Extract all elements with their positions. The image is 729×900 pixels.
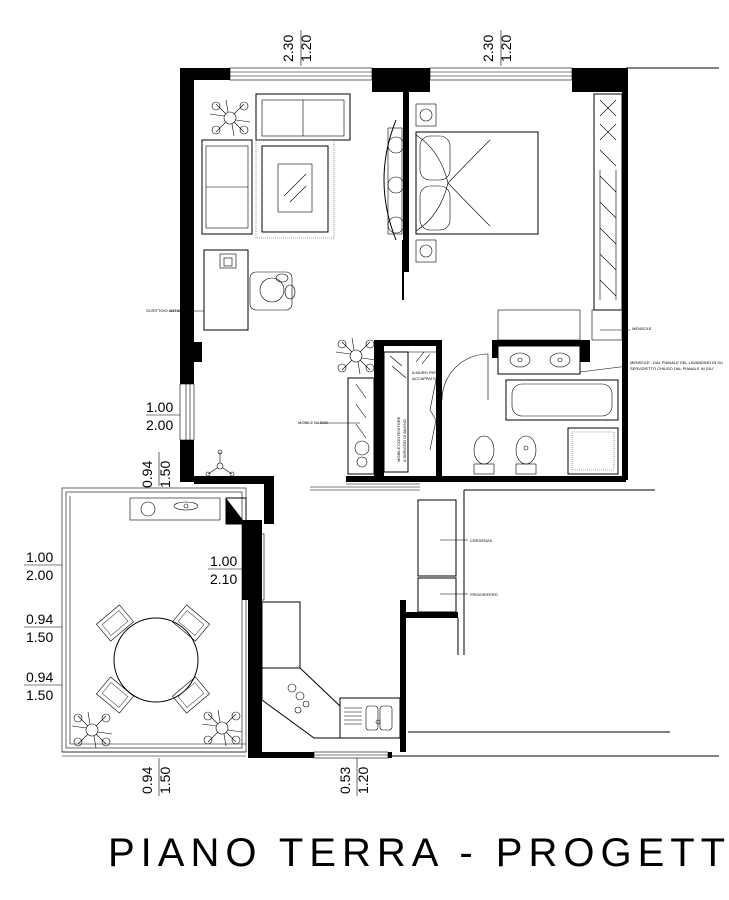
dim-terrace-window-width: 1.00 xyxy=(210,553,237,569)
dim-left-door-height: 1.50 xyxy=(157,461,173,488)
plant-icon xyxy=(71,711,113,749)
plant-icon xyxy=(335,337,377,375)
label-armadio-2: ACCAPPATOI xyxy=(412,376,437,381)
label-mensole-bath-1: MENSOLE - DAL PIANALE DEL LAVANDINO IN S… xyxy=(630,360,723,365)
dim-kitchen-bottom-width: 0.53 xyxy=(337,767,353,794)
windows xyxy=(179,67,573,759)
dim-terrace-window-height: 2.10 xyxy=(210,571,237,587)
dim-left-window-height: 2.00 xyxy=(146,417,173,433)
label-frigorifero: FRIGORIFERO xyxy=(470,592,498,597)
label-mobile-basso: MOBILE BASSO xyxy=(298,420,328,425)
label-armadio-1: A MURO PER xyxy=(412,370,437,375)
bedroom xyxy=(402,93,623,341)
dim-left-door-width: 0.94 xyxy=(139,461,155,488)
dim-terrace-left-2-height: 1.50 xyxy=(26,629,53,645)
dim-terrace-left-3-height: 1.50 xyxy=(26,687,53,703)
kitchen xyxy=(261,483,457,739)
terrace-chair xyxy=(172,676,210,714)
dim-terrace-left-1-height: 2.00 xyxy=(26,567,53,583)
terrace-chair xyxy=(172,604,210,642)
label-scrittoio: SCRITTOIO ANTICO xyxy=(146,308,184,313)
label-mensole-bath-2: SERVIZIETTO CHIUSO DAL PIANALE IN GIU' xyxy=(630,366,714,371)
dim-terrace-bottom-width: 0.94 xyxy=(139,767,155,794)
dim-left-window-width: 1.00 xyxy=(146,399,173,415)
dim-top-window-2-height: 1.20 xyxy=(498,35,514,62)
dim-terrace-left-3-width: 0.94 xyxy=(26,669,53,685)
dim-kitchen-bottom-height: 1.20 xyxy=(355,767,371,794)
plant-icon xyxy=(209,99,251,137)
bathroom xyxy=(383,345,619,475)
label-mobile-contenitore-2: A SERVIZIO DI BAGNO xyxy=(402,419,407,462)
living-room xyxy=(201,93,405,477)
label-mensole: MENSOLE xyxy=(632,326,652,331)
dim-top-window-1-width: 2.30 xyxy=(280,35,296,62)
armchair-icon xyxy=(249,271,296,311)
dim-terrace-bottom-height: 1.50 xyxy=(157,767,173,794)
label-mobile-contenitore-1: MOBILE CONTENITORE xyxy=(396,416,401,462)
page-title: PIANO TERRA - PROGETTO xyxy=(108,831,729,875)
ceiling-light-icon xyxy=(205,449,235,477)
dim-terrace-left-1-width: 1.00 xyxy=(26,549,53,565)
terrace-chair xyxy=(96,604,134,642)
terrace-chair xyxy=(96,676,134,714)
dimension-labels: 2.30 1.20 2.30 1.20 1.00 2.00 0.94 1.50 … xyxy=(24,30,514,796)
plant-icon xyxy=(201,709,243,747)
walls xyxy=(180,67,719,758)
label-credenza: CREDENZA xyxy=(470,538,492,543)
annotations: SCRITTOIO ANTICO MENSOLE MENSOLE - DAL P… xyxy=(146,308,723,597)
dim-terrace-left-2-width: 0.94 xyxy=(26,611,53,627)
dim-top-window-1-height: 1.20 xyxy=(298,35,314,62)
terrace xyxy=(61,487,247,757)
dim-top-window-2-width: 2.30 xyxy=(480,35,496,62)
